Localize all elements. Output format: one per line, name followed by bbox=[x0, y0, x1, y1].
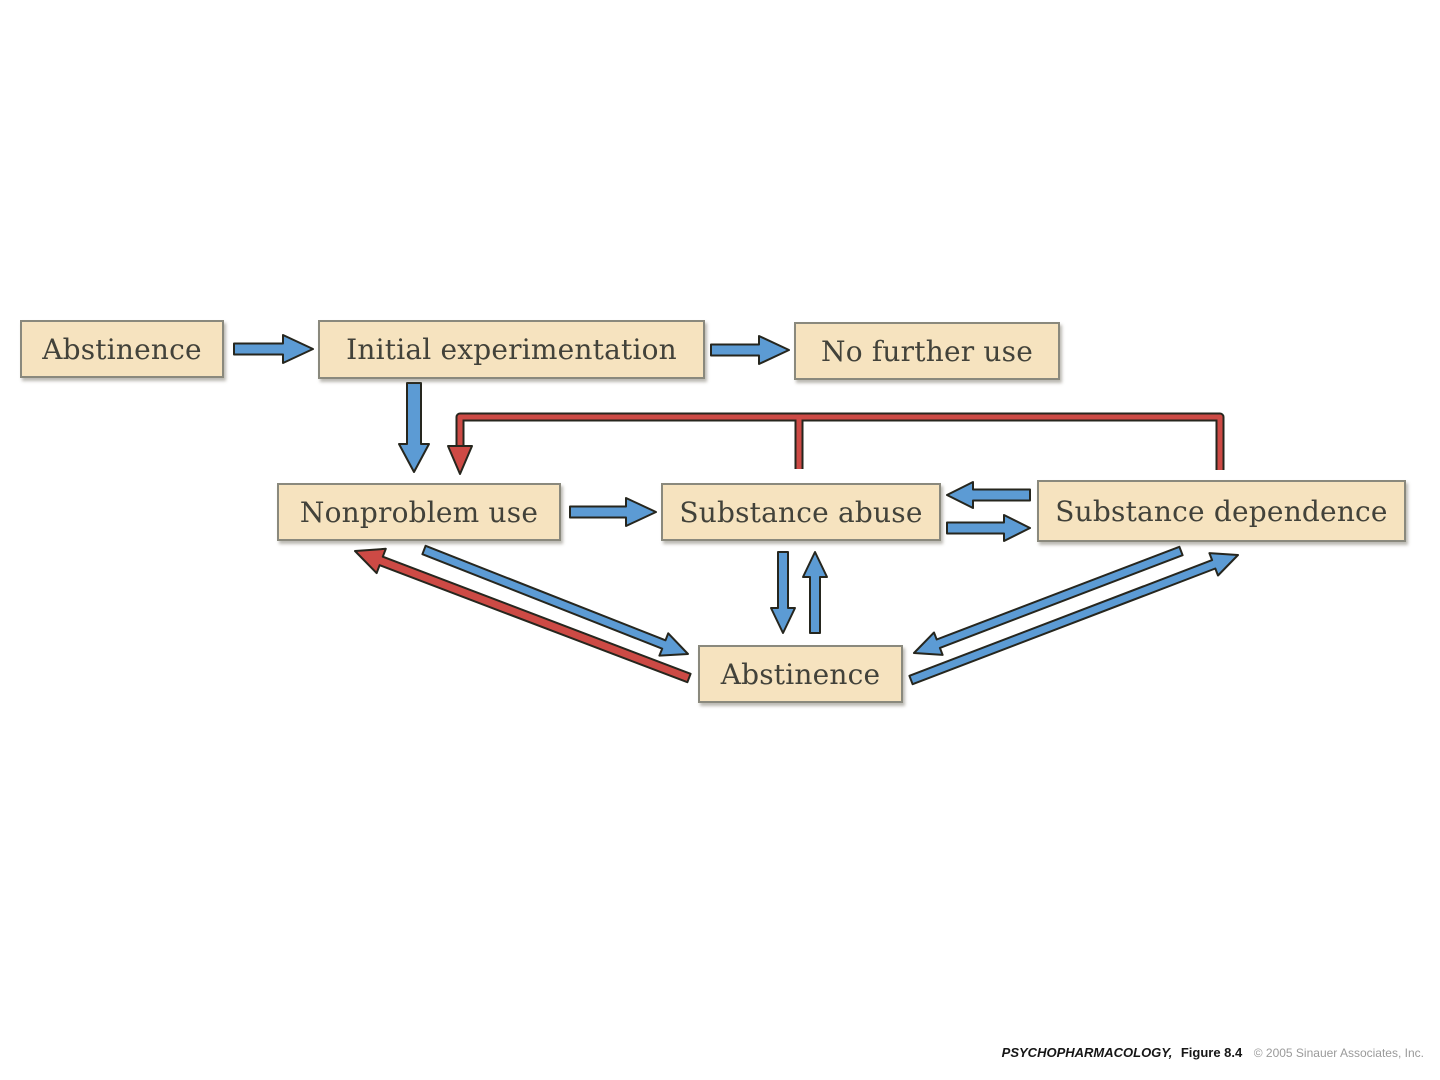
arrow-nonproblem-to-abstinence bbox=[421, 544, 689, 657]
node-label: Initial experimentation bbox=[346, 333, 677, 366]
node-label: Abstinence bbox=[720, 657, 881, 691]
arrow-abstinence-to-initial bbox=[233, 334, 314, 364]
node-label: Substance dependence bbox=[1055, 494, 1388, 528]
node-label: No further use bbox=[821, 334, 1033, 368]
relapse-bracket-arrowhead bbox=[447, 445, 473, 475]
arrow-initial-to-nonproblem bbox=[398, 382, 430, 473]
arrow-abstinence-to-abuse bbox=[802, 551, 828, 634]
figure-credit-book-title: PSYCHOPHARMACOLOGY, bbox=[1001, 1045, 1173, 1060]
node-label: Abstinence bbox=[42, 332, 202, 366]
arrow-initial-to-no-further-use bbox=[710, 335, 790, 365]
arrow-abuse-to-dependence bbox=[946, 514, 1031, 542]
figure-credit: PSYCHOPHARMACOLOGY, Figure 8.4 © 2005 Si… bbox=[1002, 1044, 1424, 1062]
node-substance-abuse: Substance abuse bbox=[661, 483, 941, 541]
arrow-abstinence-to-nonproblem bbox=[354, 547, 692, 684]
relapse-bracket-main-path bbox=[457, 414, 1223, 470]
arrow-nonproblem-to-abuse bbox=[569, 497, 657, 527]
relapse-bracket-main-path bbox=[455, 412, 1225, 470]
arrow-abuse-to-abstinence bbox=[770, 551, 796, 634]
figure-credit-figure-number: Figure 8.4 bbox=[1180, 1045, 1243, 1060]
node-abstinence-top: Abstinence bbox=[20, 320, 224, 378]
arrow-abstinence-to-dependence bbox=[908, 552, 1239, 686]
arrow-dependence-to-abstinence bbox=[913, 545, 1184, 656]
figure-credit-copyright: © 2005 Sinauer Associates, Inc. bbox=[1253, 1046, 1424, 1060]
node-label: Nonproblem use bbox=[299, 495, 539, 529]
node-substance-dependence: Substance dependence bbox=[1037, 480, 1406, 542]
node-nonproblem-use: Nonproblem use bbox=[277, 483, 561, 541]
node-no-further-use: No further use bbox=[794, 322, 1060, 380]
node-initial-experimentation: Initial experimentation bbox=[318, 320, 705, 379]
arrow-dependence-to-abuse bbox=[946, 481, 1031, 509]
node-abstinence-bottom: Abstinence bbox=[698, 645, 903, 703]
node-label: Substance abuse bbox=[679, 495, 923, 529]
